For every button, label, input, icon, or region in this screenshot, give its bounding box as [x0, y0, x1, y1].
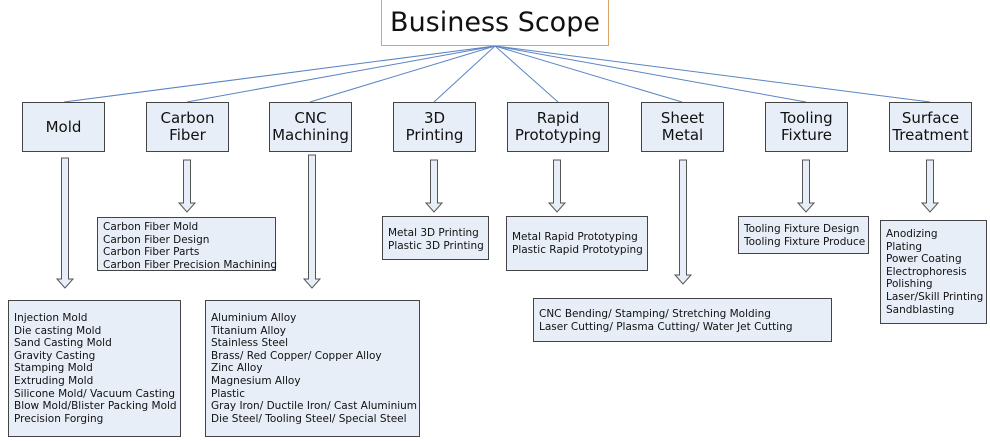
down-arrow-icon-mold [55, 157, 75, 289]
connector-line-3d-printing [433, 45, 496, 103]
connector-line-surface-treatment [494, 45, 931, 103]
detail-item: Laser Cutting/ Plasma Cutting/ Water Jet… [539, 320, 793, 333]
detail-item: Plastic Rapid Prototyping [512, 243, 643, 256]
down-arrow-icon-tooling-fixture [796, 159, 816, 213]
detail-item: Stainless Steel [211, 337, 289, 350]
detail-item: Carbon Fiber Precision Machining [103, 258, 278, 271]
category-rapid-prototyping: Rapid Prototyping [507, 102, 609, 152]
detail-item: Polishing [886, 278, 933, 291]
detail-item: Sandblasting [886, 303, 955, 316]
business-scope-title: Business Scope [381, 0, 609, 46]
detail-item: Tooling Fixture Design [744, 223, 860, 235]
detail-item: Laser/Skill Printing [886, 290, 984, 303]
detail-item: Stamping Mold [14, 362, 93, 375]
connector-line-rapid-prototyping [494, 45, 559, 103]
detail-item: Carbon Fiber Parts [103, 246, 200, 259]
detail-item: Titanium Alloy [211, 324, 287, 337]
category-sheet-metal: Sheet Metal [641, 102, 724, 152]
detail-item: Electrophoresis [886, 265, 967, 278]
connector-line-sheet-metal [494, 45, 683, 103]
down-arrow-icon-rapid-prototyping [547, 159, 567, 213]
down-arrow-icon-carbon-fiber [177, 159, 197, 213]
connector-line-mold [63, 45, 496, 103]
connector-line-carbon-fiber [186, 45, 496, 103]
detail-item: Blow Mold/Blister Packing Mold [14, 400, 177, 413]
detail-item: Precision Forging [14, 412, 104, 425]
detail-item: CNC Bending/ Stamping/ Stretching Moldin… [539, 308, 771, 320]
detail-item: Plating [886, 240, 923, 253]
category-carbon-fiber: Carbon Fiber [146, 102, 229, 152]
detail-item: Gray Iron/ Ductile Iron/ Cast Aluminium [211, 400, 418, 413]
detail-item: Carbon Fiber Design [103, 233, 210, 246]
category-surface-treatment: Surface Treatment [889, 102, 972, 152]
detail-item: Metal 3D Printing [388, 227, 479, 239]
detail-item: Carbon Fiber Mold [103, 221, 199, 233]
down-arrow-icon-cnc-machining [302, 154, 322, 289]
detail-item: Silicone Mold/ Vacuum Casting [14, 387, 176, 400]
down-arrow-icon-3d-printing [424, 159, 444, 213]
down-arrow-icon-surface-treatment [920, 159, 940, 213]
connector-line-tooling-fixture [494, 45, 807, 103]
detail-list-sheet-metal: CNC Bending/ Stamping/ Stretching Moldin… [539, 308, 826, 333]
detail-item: Zinc Alloy [211, 362, 263, 375]
category-cnc-machining: CNC Machining [269, 102, 352, 152]
detail-item: Tooling Fixture Produce [744, 235, 866, 248]
detail-item: Power Coating [886, 253, 962, 266]
connector-line-cnc-machining [309, 45, 496, 103]
detail-box-sheet-metal: CNC Bending/ Stamping/ Stretching Moldin… [533, 298, 832, 342]
category-tooling-fixture: Tooling Fixture [765, 102, 848, 152]
detail-item: Magnesium Alloy [211, 374, 301, 387]
detail-item: Plastic 3D Printing [388, 239, 484, 252]
detail-item: Aluminium Alloy [211, 312, 297, 324]
detail-item: Die casting Mold [14, 324, 102, 337]
detail-item: Die Steel/ Tooling Steel/ Special Steel [211, 412, 407, 425]
down-arrow-icon-sheet-metal [673, 159, 693, 285]
detail-item: Gravity Casting [14, 349, 96, 362]
category-3d-printing: 3D Printing [393, 102, 476, 152]
detail-item: Anodizing [886, 228, 938, 240]
detail-item: Injection Mold [14, 312, 88, 324]
detail-item: Plastic [211, 387, 245, 400]
detail-item: Brass/ Red Copper/ Copper Alloy [211, 349, 382, 362]
detail-item: Sand Casting Mold [14, 337, 112, 350]
detail-item: Metal Rapid Prototyping [512, 231, 638, 243]
category-mold: Mold [22, 102, 105, 152]
detail-item: Extruding Mold [14, 374, 94, 387]
